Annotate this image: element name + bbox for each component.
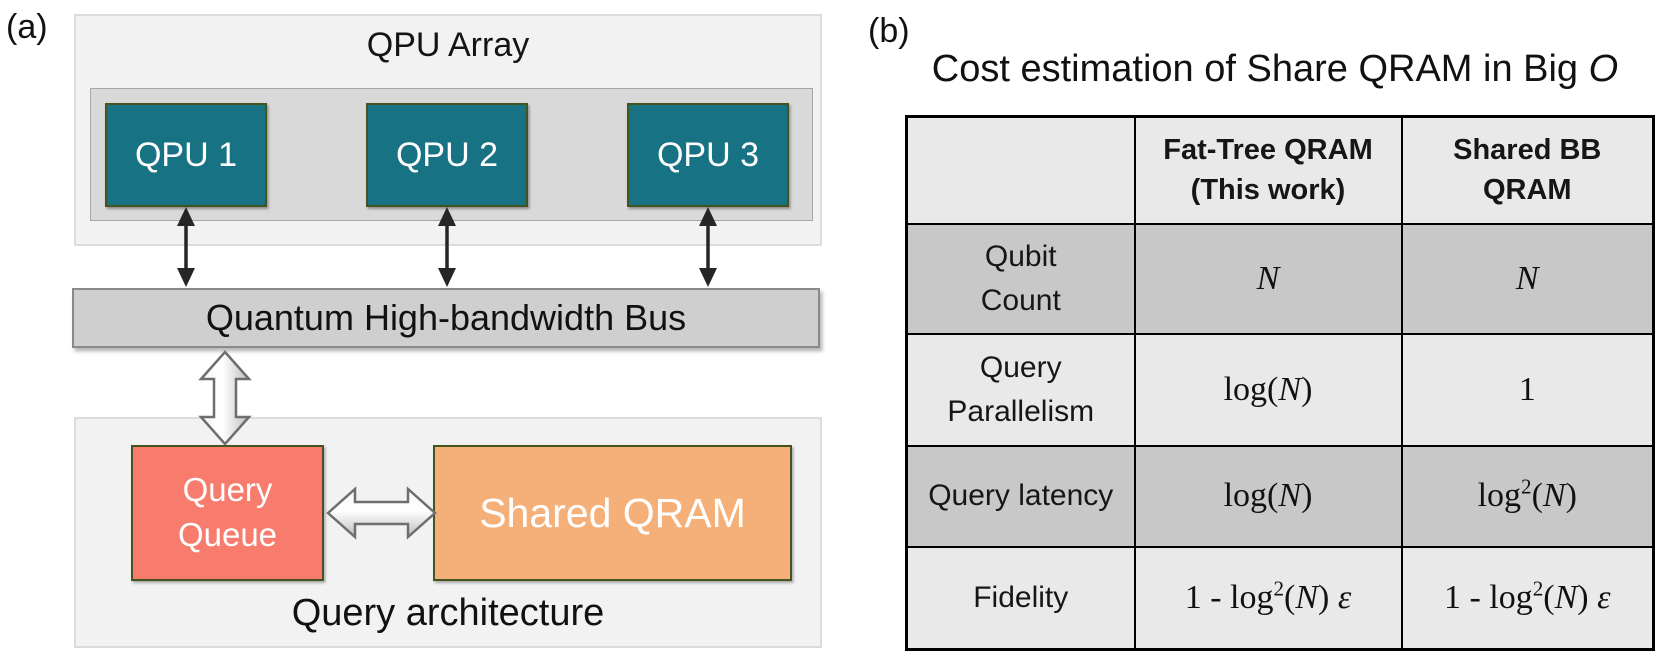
qpu-array-title: QPU Array	[366, 26, 530, 64]
row-label-fidelity: Fidelity	[905, 545, 1136, 651]
qpu-3-box: QPU 3	[627, 103, 789, 207]
cell-query-latency-shared-bb: log2(N)	[1400, 444, 1655, 548]
query-architecture-title: Query architecture	[291, 592, 605, 634]
qpu-1-box: QPU 1	[105, 103, 267, 207]
cost-table-title: Cost estimation of Share QRAM in Big O	[931, 48, 1619, 90]
header-cell-blank	[905, 115, 1136, 225]
cell-query-parallelism-shared-bb: 1	[1400, 332, 1655, 447]
qpu-3-label: QPU 3	[656, 135, 760, 174]
panel-b-label: (b)	[868, 12, 910, 50]
qpu-1-label: QPU 1	[134, 135, 238, 174]
cell-qubit-count-shared-bb: N	[1400, 222, 1655, 335]
cell-qubit-count-fat-tree: N	[1133, 222, 1403, 335]
quantum-bus-label: Quantum High-bandwidth Bus	[205, 297, 687, 338]
row-label-query-latency: Query latency	[905, 444, 1136, 548]
cell-fidelity-fat-tree: 1 - log2(N) ε	[1133, 545, 1403, 651]
panel-a-label: (a)	[6, 8, 48, 46]
qpu-2-box: QPU 2	[366, 103, 528, 207]
table-row-fidelity: Fidelity 1 - log2(N) ε 1 - log2(N) ε	[905, 545, 1655, 651]
header-cell-fat-tree: Fat-Tree QRAM(This work)	[1133, 115, 1403, 225]
quantum-bus-bar: Quantum High-bandwidth Bus	[72, 288, 820, 348]
table-row-query-latency: Query latency log(N) log2(N)	[905, 444, 1655, 548]
cell-query-parallelism-fat-tree: log(N)	[1133, 332, 1403, 447]
shared-qram-label: Shared QRAM	[479, 489, 746, 536]
shared-qram-box: Shared QRAM	[433, 445, 792, 581]
cell-query-latency-fat-tree: log(N)	[1133, 444, 1403, 548]
cell-fidelity-shared-bb: 1 - log2(N) ε	[1400, 545, 1655, 651]
qpu-2-label: QPU 2	[395, 135, 499, 174]
